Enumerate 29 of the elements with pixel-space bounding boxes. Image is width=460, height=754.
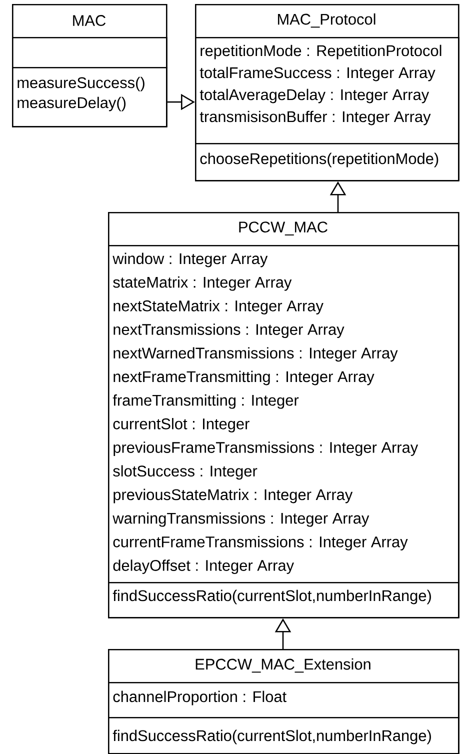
attribute-text: previousStateMatrix : Integer Array <box>114 488 353 504</box>
attribute-text: frameTransmitting : Integer <box>112 394 299 409</box>
attribute-text: slotSuccess : Integer <box>113 465 258 480</box>
attribute-text: nextFrameTransmitting : Integer Array <box>114 370 374 386</box>
class-name: PCCW_MAC <box>239 222 328 236</box>
attribute-text: nextWarnedTransmissions : Integer Array <box>114 347 398 362</box>
attribute-compartment <box>12 37 168 68</box>
attribute-text: previousFrameTransmissions : Integer Array <box>114 442 418 456</box>
attribute-text: repetitionMode : RepetitionProtocol <box>200 44 442 60</box>
attribute-text: window : Integer Array <box>112 252 268 268</box>
method-text: findSuccessRatio(currentSlot,numberInRange) <box>112 590 431 604</box>
attribute-text: nextStateMatrix : Integer Array <box>114 300 324 314</box>
attribute-text: currentSlot : Integer <box>113 418 250 432</box>
attribute-text: totalFrameSuccess : Integer Array <box>200 66 436 82</box>
method-text: measureDelay() <box>18 96 126 112</box>
method-text: measureSuccess() <box>18 76 144 92</box>
attribute-text: totalAverageDelay : Integer Array <box>200 88 430 104</box>
attribute-text: stateMatrix : Integer Array <box>113 276 292 291</box>
class-name: MAC <box>73 15 106 26</box>
attribute-text: warningTransmissions : Integer Array <box>112 512 370 527</box>
attribute-text: transmisisonBuffer : Integer Array <box>200 110 431 126</box>
attribute-text: currentFrameTransmissions : Integer Array <box>113 536 408 550</box>
attribute-text: delayOffset : Integer Array <box>113 560 294 574</box>
method-text: findSuccessRatio(currentSlot,numberInRange) <box>112 730 431 744</box>
attribute-text: nextTransmissions : Integer Array <box>114 324 344 338</box>
attribute-text: channelProportion : Float <box>113 690 286 706</box>
class-name: MAC_Protocol <box>278 13 376 28</box>
class-name: EPCCW_MAC_Extension <box>196 658 370 673</box>
method-text: chooseRepetitions(repetitionMode) <box>200 152 438 168</box>
